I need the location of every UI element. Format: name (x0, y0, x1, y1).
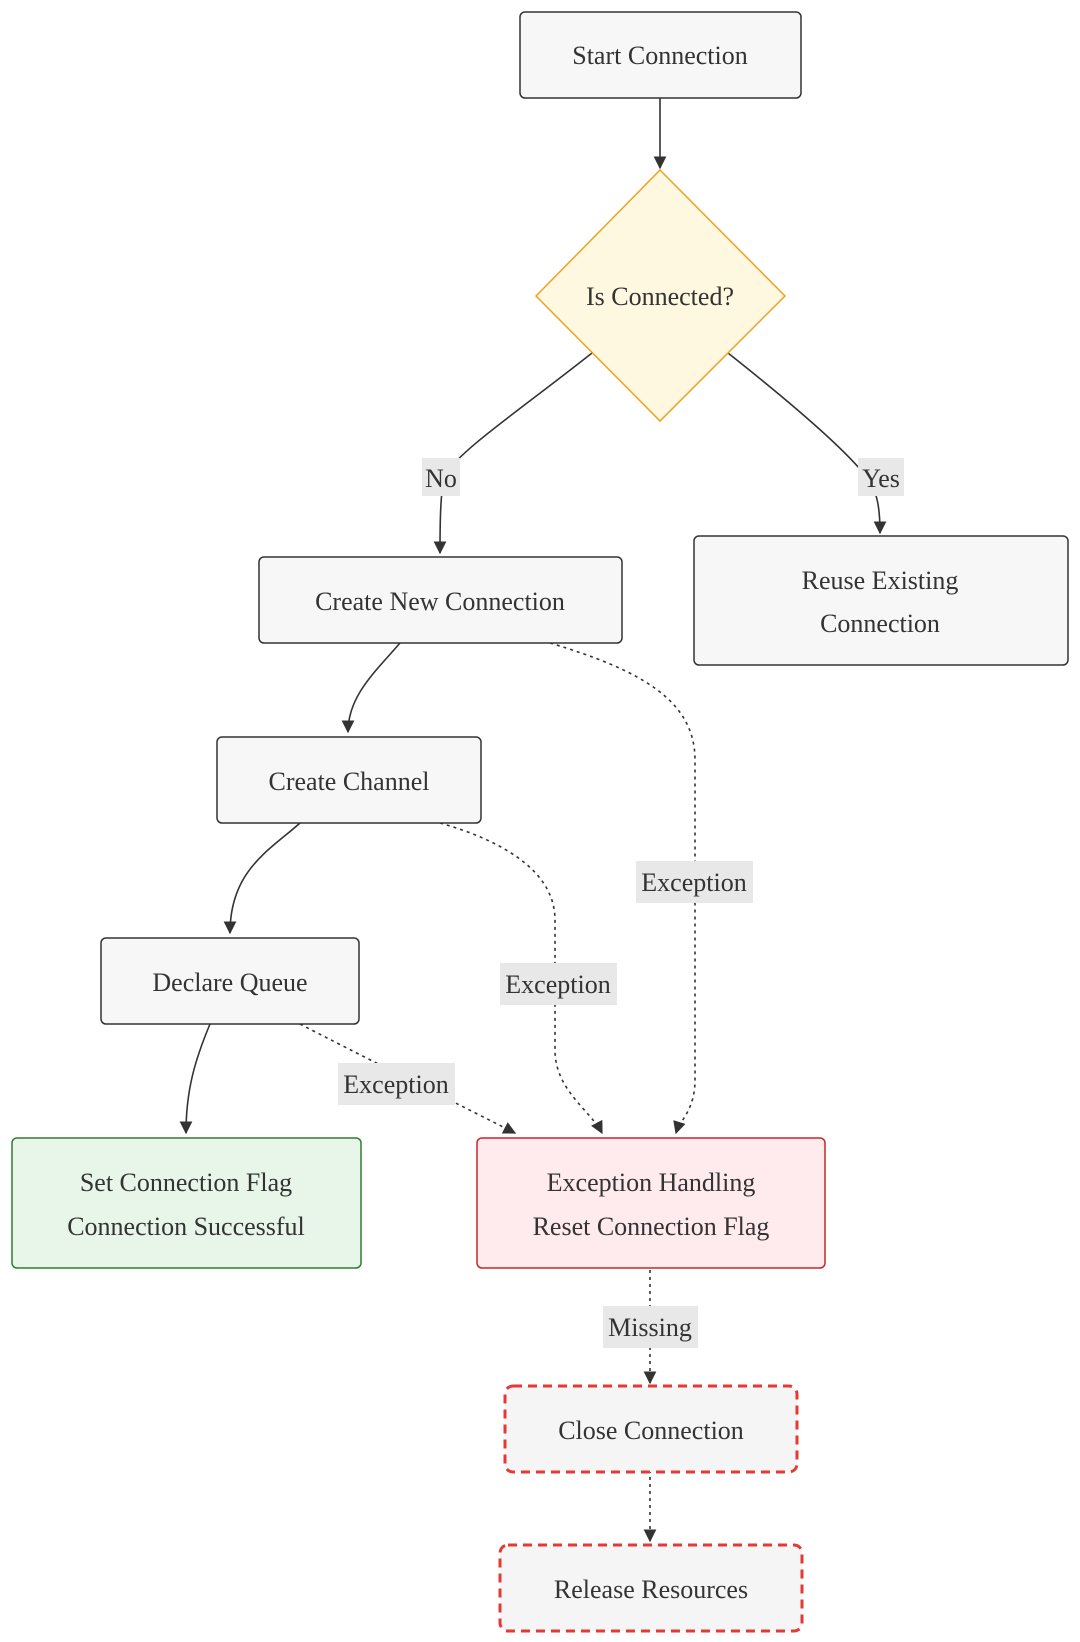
edge-decision-to-reuse (727, 352, 887, 535)
edge-label-yes: Yes (862, 464, 900, 493)
edge-label-no: No (425, 464, 457, 493)
edges (179, 98, 887, 1543)
node-create-new-connection-label: Create New Connection (315, 587, 565, 616)
node-release-resources-label: Release Resources (554, 1575, 748, 1604)
edge-label-exception-channel: Exception (505, 970, 610, 999)
node-close-connection-label: Close Connection (558, 1416, 744, 1445)
node-success-line2: Connection Successful (67, 1212, 305, 1241)
edge-decision-to-create-connection (433, 352, 593, 555)
node-declare-queue-label: Declare Queue (152, 968, 307, 997)
node-exception-line2: Reset Connection Flag (533, 1212, 770, 1241)
edge-label-exception-connection: Exception (641, 868, 746, 897)
node-is-connected-decision: Is Connected? (534, 168, 787, 423)
node-create-channel: Create Channel (216, 736, 482, 824)
node-declare-queue: Declare Queue (100, 937, 360, 1025)
node-reuse-line1: Reuse Existing (802, 566, 959, 595)
node-is-connected-label: Is Connected? (586, 282, 734, 311)
node-success-line1: Set Connection Flag (80, 1168, 292, 1197)
node-set-connection-flag: Set Connection Flag Connection Successfu… (11, 1137, 362, 1269)
edge-labels: No Yes Exception Exception Exception Mis… (338, 458, 904, 1348)
node-exception-handling: Exception Handling Reset Connection Flag (476, 1137, 826, 1269)
edge-label-exception-queue: Exception (343, 1070, 448, 1099)
node-reuse-line2: Connection (820, 609, 940, 638)
node-release-resources: Release Resources (498, 1543, 804, 1633)
node-start-connection: Start Connection (519, 11, 802, 99)
node-create-channel-label: Create Channel (269, 767, 430, 796)
edge-channel-to-queue (223, 822, 301, 935)
node-exception-line1: Exception Handling (547, 1168, 756, 1197)
node-create-new-connection: Create New Connection (258, 556, 623, 644)
edge-label-missing: Missing (608, 1313, 692, 1342)
edge-channel-to-exception (439, 822, 603, 1135)
node-close-connection: Close Connection (503, 1384, 799, 1474)
node-reuse-existing-connection: Reuse Existing Connection (693, 535, 1069, 666)
edge-create-connection-to-channel (341, 642, 401, 734)
edge-queue-to-success (179, 1023, 211, 1135)
node-start-connection-label: Start Connection (572, 41, 747, 70)
edge-create-connection-to-exception (549, 642, 696, 1135)
